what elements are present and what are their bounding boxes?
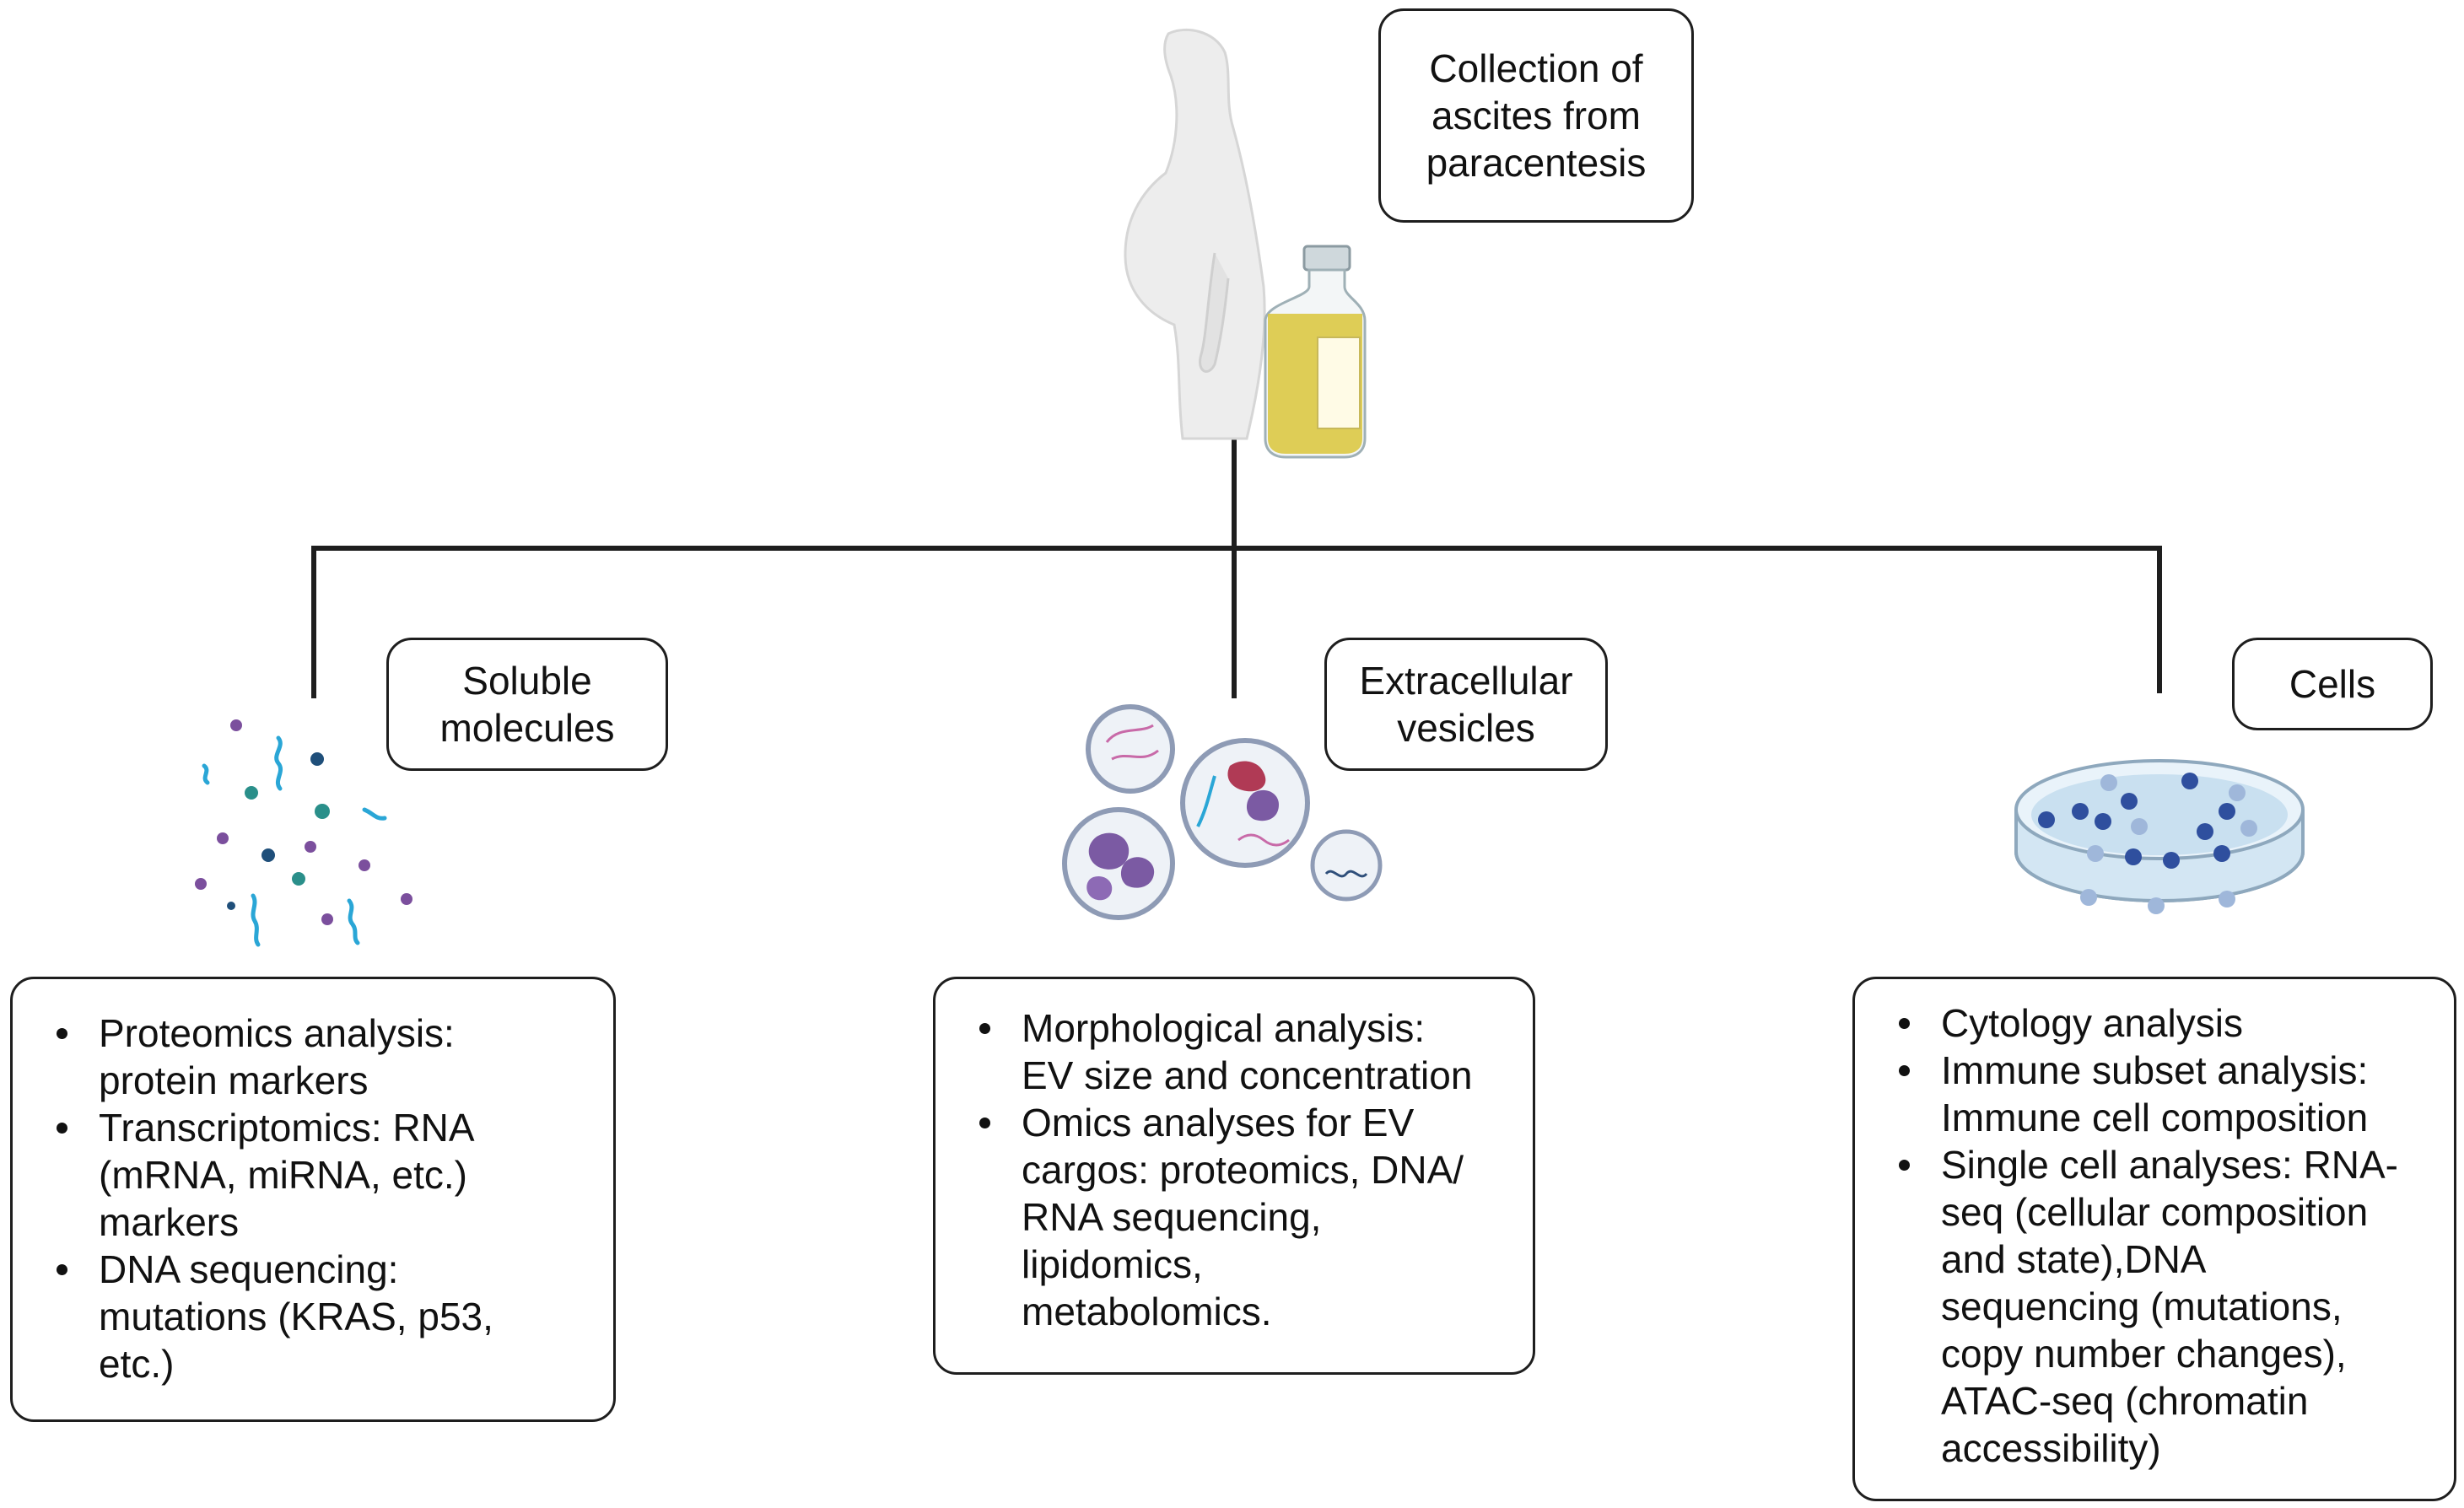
cell-icon [2072, 803, 2089, 820]
petri-dish-cells-icon [2014, 759, 2305, 914]
source-label-box: Collection of ascites from paracentesis [1378, 8, 1694, 223]
list-item: Proteomics analysis: protein markers [57, 1010, 613, 1104]
cell-icon [2121, 793, 2138, 810]
cell-icon [2148, 897, 2165, 914]
source-label: Collection of ascites from paracentesis [1426, 46, 1647, 185]
list-item: DNA sequencing: mutations (KRAS, p53, et… [57, 1246, 613, 1387]
vesicle-icon [1310, 829, 1383, 902]
molecule-icon [401, 893, 412, 905]
soluble-molecules-icon [195, 719, 412, 947]
rna-strand-icon [251, 893, 261, 947]
molecule-icon [227, 902, 235, 910]
vesicle-icon [1180, 738, 1310, 868]
molecule-icon [292, 872, 305, 886]
cell-icon [2240, 820, 2257, 837]
molecule-icon [315, 804, 330, 819]
patient-silhouette-icon [1124, 28, 1266, 440]
list-item: Immune subset analysis: Immune cell comp… [1899, 1047, 2454, 1141]
cell-icon [2213, 845, 2230, 862]
soluble-analysis-box: Proteomics analysis: protein markers Tra… [10, 977, 616, 1422]
vesicle-icon [1086, 704, 1175, 794]
molecule-icon [217, 832, 229, 844]
connector-tree [311, 439, 2162, 698]
cells-label-box: Cells [2232, 638, 2433, 730]
rna-strand-icon [274, 735, 283, 791]
cell-icon [2163, 852, 2180, 869]
ev-label-box: Extracellular vesicles [1324, 638, 1608, 771]
cell-icon [2125, 848, 2142, 865]
molecule-icon [359, 859, 370, 871]
cell-icon [2181, 773, 2198, 789]
list-item: Omics analyses for EV cargos: proteomics… [979, 1099, 1533, 1335]
molecule-icon [310, 752, 324, 766]
list-item: Cytology analysis [1899, 999, 2454, 1047]
cell-icon [2131, 818, 2148, 835]
cells-analysis-box: Cytology analysis Immune subset analysis… [1852, 977, 2456, 1501]
soluble-analysis-list: Proteomics analysis: protein markers Tra… [13, 1010, 613, 1387]
cell-icon [2100, 774, 2117, 791]
molecule-icon [305, 841, 316, 853]
ev-analysis-list: Morphological analysis: EV size and conc… [935, 1004, 1533, 1335]
rna-strand-icon [347, 898, 360, 945]
molecule-icon [230, 719, 242, 731]
cell-icon [2095, 813, 2111, 830]
cell-icon [2219, 891, 2235, 907]
ev-label: Extracellular vesicles [1359, 659, 1573, 750]
ev-analysis-box: Morphological analysis: EV size and conc… [933, 977, 1535, 1375]
soluble-label-box: Soluble molecules [386, 638, 668, 771]
cells-analysis-list: Cytology analysis Immune subset analysis… [1855, 999, 2454, 1472]
cell-icon [2197, 823, 2213, 840]
molecule-icon [321, 913, 333, 925]
rna-strand-icon [362, 807, 387, 821]
molecule-icon [245, 786, 258, 800]
rna-strand-icon [202, 763, 210, 785]
molecule-icon [261, 848, 275, 862]
list-item: Single cell analyses: RNA- seq (cellular… [1899, 1141, 2454, 1472]
cell-icon [2229, 784, 2246, 801]
extracellular-vesicles-icon [1062, 704, 1383, 920]
cells-label: Cells [2289, 662, 2376, 706]
cell-icon [2080, 889, 2097, 906]
list-item: Transcriptomics: RNA (mRNA, miRNA, etc.)… [57, 1104, 613, 1246]
cell-icon [2087, 845, 2104, 862]
cell-icon [2219, 803, 2235, 820]
soluble-label: Soluble molecules [439, 659, 615, 750]
list-item: Morphological analysis: EV size and conc… [979, 1004, 1533, 1099]
molecule-icon [195, 878, 207, 890]
cell-icon [2038, 811, 2055, 828]
ascites-fluid-bottle-icon [1264, 245, 1367, 459]
